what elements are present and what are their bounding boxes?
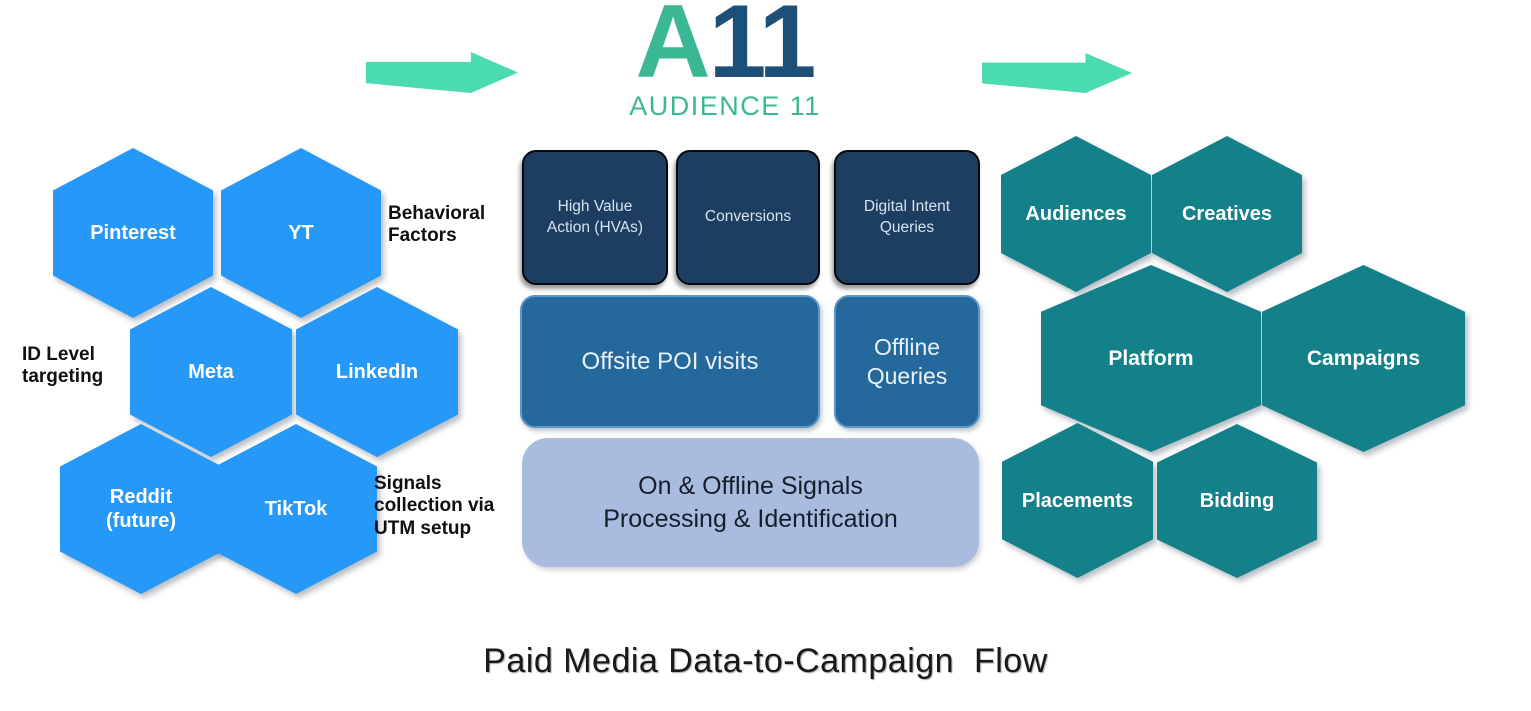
box-conversions-label: Conversions — [704, 208, 792, 226]
flow-arrow-right-icon — [982, 53, 1132, 93]
hexagon-tiktok-label: TikTok — [215, 424, 377, 594]
audience11-logo: A11 AUDIENCE 11 — [599, 0, 851, 122]
hexagon-bidding-label: Bidding — [1157, 424, 1317, 578]
box-signals-processing: On & Offline Signals Processing & Identi… — [522, 438, 979, 567]
hexagon-meta: Meta — [130, 287, 292, 457]
box-offsite-poi-visits-label: Offsite POI visits — [581, 347, 759, 375]
logo-number-11: 11 — [708, 0, 817, 100]
box-offline-queries: Offline Queries — [834, 295, 980, 428]
signals-processing-line2: Processing & Identification — [603, 504, 898, 533]
hexagon-reddit: Reddit (future) — [60, 424, 222, 594]
flow-arrow-left-icon — [366, 52, 518, 93]
box-offsite-poi-visits: Offsite POI visits — [520, 295, 820, 428]
hexagon-campaigns-label: Campaigns — [1262, 265, 1465, 452]
hexagon-linkedin: LinkedIn — [296, 287, 458, 457]
annotation-behavioral-factors: Behavioral Factors — [388, 203, 486, 247]
hexagon-placements: Placements — [1002, 423, 1153, 578]
hexagon-tiktok: TikTok — [215, 424, 377, 594]
logo-letter-a: A — [635, 0, 710, 100]
hexagon-pinterest: Pinterest — [53, 148, 213, 318]
hexagon-creatives-label: Creatives — [1152, 136, 1302, 292]
box-high-value-action-label: High Value Action (HVAs) — [546, 198, 644, 236]
box-digital-intent-queries: Digital Intent Queries — [834, 150, 980, 285]
logo-subtitle: AUDIENCE 11 — [629, 91, 821, 122]
hexagon-placements-label: Placements — [1002, 423, 1153, 578]
hexagon-bidding: Bidding — [1157, 424, 1317, 578]
hexagon-creatives: Creatives — [1152, 136, 1302, 292]
hexagon-audiences-label: Audiences — [1001, 136, 1151, 292]
hexagon-campaigns: Campaigns — [1262, 265, 1465, 452]
annotation-signals-collection: Signals collection via UTM setup — [374, 473, 495, 539]
signals-processing-line1: On & Offline Signals — [638, 472, 863, 500]
box-offline-queries-label: Offline Queries — [866, 333, 948, 389]
box-signals-processing-label: On & Offline Signals Processing & Identi… — [603, 470, 898, 535]
box-digital-intent-queries-label: Digital Intent Queries — [863, 198, 951, 236]
annotation-id-level-targeting: ID Level targeting — [22, 344, 104, 388]
box-high-value-action: High Value Action (HVAs) — [522, 150, 668, 285]
logo-wordmark: A11 — [599, 0, 851, 94]
hexagon-linkedin-label: LinkedIn — [296, 287, 458, 457]
hexagon-yt: YT — [221, 148, 381, 318]
hexagon-platform: Platform — [1041, 265, 1261, 452]
hexagon-reddit-label: Reddit (future) — [60, 424, 222, 594]
hexagon-audiences: Audiences — [1001, 136, 1151, 292]
page-title: Paid Media Data-to-Campaign Flow — [483, 642, 1048, 680]
box-conversions: Conversions — [676, 150, 820, 285]
hexagon-meta-label: Meta — [130, 287, 292, 457]
